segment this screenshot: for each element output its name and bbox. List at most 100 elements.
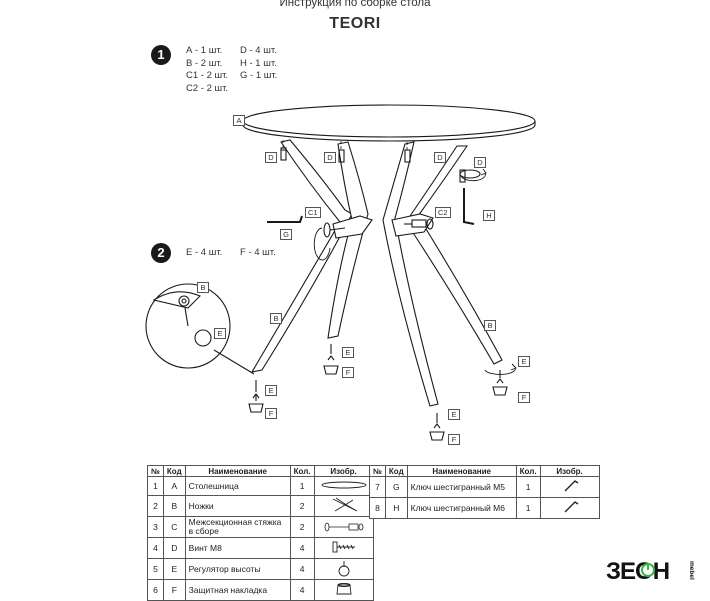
- connector-c2-drawing: [404, 218, 434, 230]
- table-row: 3 C Межсекционная стяжка в сборе 2: [147, 516, 374, 538]
- row-qty: 4: [289, 537, 315, 559]
- qty-b: В - 2 шт.: [186, 57, 223, 69]
- row-qty: 1: [289, 476, 315, 496]
- label-h: H: [483, 210, 495, 221]
- table-row: 2 B Ножки 2: [147, 495, 374, 517]
- label-e-3: E: [265, 385, 277, 396]
- row-num: 8: [369, 497, 386, 519]
- row-num: 6: [147, 579, 164, 601]
- label-c2: C2: [435, 207, 451, 218]
- row-name: Межсекционная стяжка в сборе: [184, 516, 291, 538]
- row-name: Регулятор высоты: [184, 558, 291, 580]
- table-row: 1 A Столешница 1: [147, 476, 374, 496]
- row-qty: 2: [289, 516, 315, 538]
- step-1-quantities-col2: D - 4 шт. Н - 1 шт. G - 1 шт.: [240, 45, 277, 83]
- row-num: 7: [369, 476, 386, 498]
- brand-side-text: mebel: [688, 561, 695, 580]
- qty-a: А - 1 шт.: [186, 45, 223, 56]
- label-b-right: B: [484, 320, 496, 331]
- table-row: 7 G Ключ шестигранный М5 1: [369, 476, 600, 498]
- row-name: Ключ шестигранный М6: [406, 497, 517, 519]
- tabletop-icon: [313, 476, 374, 496]
- row-qty: 2: [289, 495, 315, 517]
- label-g: G: [280, 229, 292, 240]
- tabletop-drawing: [240, 104, 536, 142]
- label-f-3: F: [265, 408, 277, 419]
- bolt-icon: [313, 537, 374, 559]
- instruction-subtitle: Инструкция по сборке стола: [279, 0, 431, 9]
- header-qty: Кол.: [289, 465, 315, 477]
- qty-d: D - 4 шт.: [240, 45, 277, 56]
- header-num: №: [147, 465, 164, 477]
- header-code: Код: [384, 465, 408, 477]
- hex-key-icon: [539, 497, 600, 519]
- row-code: C: [162, 516, 186, 538]
- row-qty: 1: [515, 476, 541, 498]
- row-code: G: [384, 476, 408, 498]
- label-b-detail: B: [197, 282, 209, 293]
- table-row: 6 F Защитная накладка 4: [147, 579, 374, 601]
- label-d-3: D: [434, 152, 446, 163]
- row-num: 1: [147, 476, 164, 496]
- bolts-d: [280, 147, 481, 183]
- table-row: 5 E Регулятор высоты 4: [147, 558, 374, 580]
- label-f-2: F: [518, 392, 530, 403]
- foot-cap-icon: [313, 579, 374, 601]
- label-e-1: E: [342, 347, 354, 358]
- table-row: 8 H Ключ шестигранный М6 1: [369, 497, 600, 519]
- row-code: A: [162, 476, 186, 496]
- step-2-quantity-e: Е - 4 шт.: [186, 247, 223, 258]
- row-code: B: [162, 495, 186, 517]
- label-f-4: F: [448, 434, 460, 445]
- hex-key-g-drawing: [267, 215, 303, 223]
- step-2-badge: 2: [151, 243, 171, 263]
- header-name: Наименование: [406, 465, 517, 477]
- row-name: Защитная накладка: [184, 579, 291, 601]
- qty-g: G - 1 шт.: [240, 70, 278, 81]
- row-num: 2: [147, 495, 164, 517]
- header-qty: Кол.: [515, 465, 541, 477]
- connector-c1-drawing: [323, 222, 346, 238]
- table-header-row: № Код Наименование Кол. Изобр.: [147, 465, 374, 477]
- label-d-4: D: [474, 157, 486, 168]
- guide-lines: [282, 140, 408, 150]
- row-name: Ножки: [184, 495, 291, 517]
- row-qty: 4: [289, 579, 315, 601]
- left-leg-pair: [250, 139, 373, 373]
- parts-table-left: № Код Наименование Кол. Изобр. 1 A Столе…: [147, 465, 374, 601]
- label-e-detail: E: [214, 328, 226, 339]
- product-title: TEORI: [329, 15, 381, 32]
- row-code: E: [162, 558, 186, 580]
- row-num: 5: [147, 558, 164, 580]
- right-leg-pair: [382, 141, 503, 407]
- hex-key-h-drawing: [463, 188, 475, 225]
- row-name: Винт М8: [184, 537, 291, 559]
- step-2-quantity-f: F - 4 шт.: [240, 247, 276, 258]
- header-code: Код: [162, 465, 186, 477]
- row-code: F: [162, 579, 186, 601]
- qty-c2: С2 - 2 шт.: [186, 82, 229, 94]
- connector-icon: [313, 516, 374, 538]
- qty-h: Н - 1 шт.: [240, 57, 277, 69]
- row-name: Столешница: [184, 476, 291, 496]
- row-name: Ключ шестигранный М5: [406, 476, 517, 498]
- row-qty: 1: [515, 497, 541, 519]
- label-d-1: D: [265, 152, 277, 163]
- label-e-2: E: [518, 356, 530, 367]
- row-code: H: [384, 497, 408, 519]
- table-row: 4 D Винт М8 4: [147, 537, 374, 559]
- label-a: A: [233, 115, 245, 126]
- qty-c1: С1 - 2 шт.: [186, 70, 229, 81]
- header-img: Изобр.: [539, 465, 600, 477]
- row-code: D: [162, 537, 186, 559]
- label-f-1: F: [342, 367, 354, 378]
- power-icon: [641, 563, 655, 577]
- parts-table-right: № Код Наименование Кол. Изобр. 7 G Ключ …: [369, 465, 600, 519]
- legs-icon: [313, 495, 374, 517]
- leveler-and-cap-set: [248, 344, 508, 441]
- header-num: №: [369, 465, 386, 477]
- header-img: Изобр.: [313, 465, 374, 477]
- step-1-quantities-col1: А - 1 шт. В - 2 шт. С1 - 2 шт. С2 - 2 шт…: [186, 45, 228, 95]
